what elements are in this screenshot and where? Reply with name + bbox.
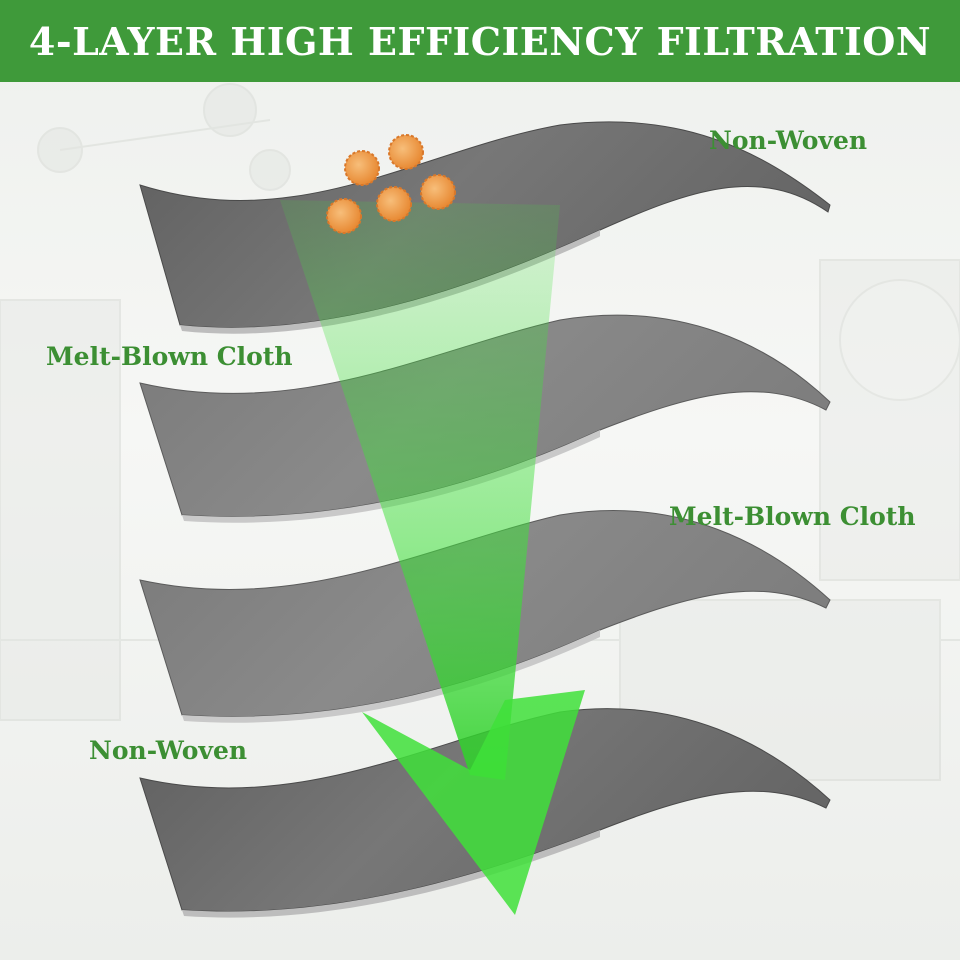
filtration-arrow (280, 200, 585, 915)
particle-5 (326, 198, 362, 234)
layer-label-non-woven-bottom: Non-Woven (89, 736, 248, 765)
particle-2 (388, 134, 424, 170)
title-banner: 4-LAYER HIGH EFFICIENCY FILTRATION (0, 0, 960, 82)
dust-particles (326, 134, 456, 234)
particle-3 (420, 174, 456, 210)
filter-layers-diagram (139, 121, 831, 918)
layer-label-melt-blown-lower: Melt-Blown Cloth (669, 502, 916, 531)
particle-1 (344, 150, 380, 186)
page-title: 4-LAYER HIGH EFFICIENCY FILTRATION (28, 18, 932, 64)
layer-label-non-woven-top: Non-Woven (709, 126, 868, 155)
particle-4 (376, 186, 412, 222)
layer-label-melt-blown-upper: Melt-Blown Cloth (46, 342, 293, 371)
